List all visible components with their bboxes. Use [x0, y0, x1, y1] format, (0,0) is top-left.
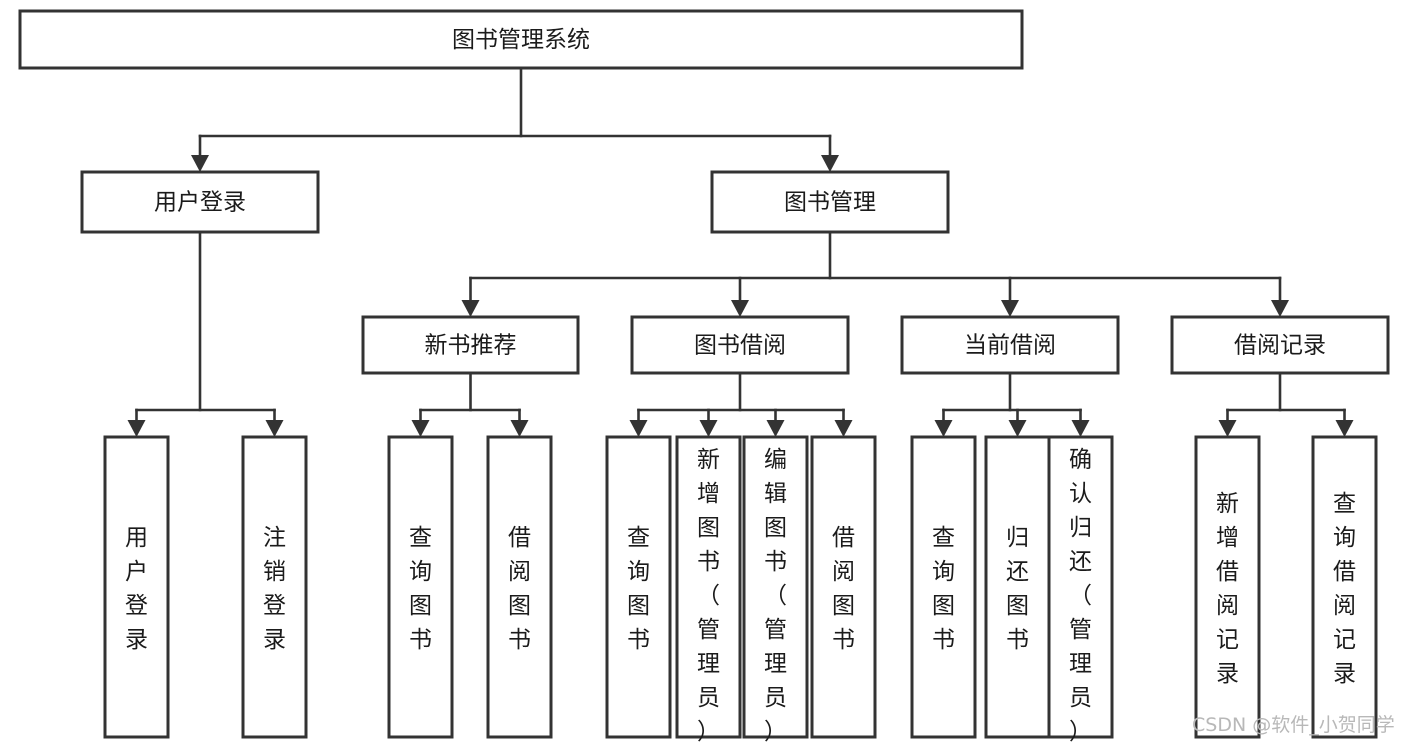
node-leaf-add-book[interactable]: 新增图书（管理员） [675, 435, 742, 745]
arrow-head-icon [191, 155, 209, 172]
arrow-head-icon [1071, 420, 1090, 437]
arrow-head-icon [1335, 420, 1354, 437]
edge-group-book-manage [461, 230, 1289, 317]
node-leaf-borrow-book-1[interactable]: 借阅图书 [486, 435, 553, 739]
arrow-head-icon [766, 420, 785, 437]
node-label: 归还图书 [1006, 525, 1029, 653]
csdn-watermark: CSDN @软件_小贺同学 [1192, 714, 1395, 736]
node-book-manage[interactable]: 图书管理 [710, 170, 950, 234]
node-box [710, 170, 950, 234]
node-box [910, 435, 977, 739]
node-leaf-user-login[interactable]: 用户登录 [103, 435, 170, 739]
arrow-head-icon [629, 420, 648, 437]
arrow-head-icon [821, 155, 839, 172]
node-box [18, 9, 1024, 70]
node-leaf-query-book-2[interactable]: 查询图书 [605, 435, 672, 739]
node-box [80, 170, 320, 234]
node-label: 新增图书（管理员） [697, 447, 720, 745]
node-label: 图书借阅 [694, 333, 786, 359]
node-user-login[interactable]: 用户登录 [80, 170, 320, 234]
arrow-head-icon [1008, 420, 1027, 437]
node-label: 新书推荐 [425, 333, 517, 359]
arrow-head-icon [127, 420, 146, 437]
edge-group-current-borrow [934, 371, 1090, 437]
node-box [361, 315, 580, 375]
node-label: 确认归还（管理员） [1069, 447, 1092, 745]
node-leaf-query-book-1[interactable]: 查询图书 [387, 435, 454, 739]
node-root[interactable]: 图书管理系统 [18, 9, 1024, 70]
node-leaf-query-book-3[interactable]: 查询图书 [910, 435, 977, 739]
node-box [1047, 435, 1114, 739]
edge-group-user-login [127, 230, 284, 437]
node-box [387, 435, 454, 739]
arrow-head-icon [699, 420, 718, 437]
node-box [1311, 435, 1378, 739]
node-box [486, 435, 553, 739]
arrow-head-icon [461, 300, 480, 317]
node-label: 编辑图书（管理员） [764, 447, 787, 745]
node-label: 新增借阅记录 [1216, 491, 1239, 687]
node-box [742, 435, 809, 739]
arrow-head-icon [1218, 420, 1237, 437]
node-label: 图书管理 [784, 190, 876, 216]
node-box [630, 315, 850, 375]
node-box [241, 435, 308, 739]
node-label: 注销登录 [263, 525, 286, 653]
node-leaf-confirm-return[interactable]: 确认归还（管理员） [1047, 435, 1114, 745]
arrow-head-icon [1271, 300, 1289, 317]
node-leaf-return-book[interactable]: 归还图书 [984, 435, 1051, 739]
node-box [605, 435, 672, 739]
node-box [900, 315, 1120, 375]
arrow-head-icon [265, 420, 284, 437]
node-leaf-edit-book[interactable]: 编辑图书（管理员） [742, 435, 809, 745]
node-leaf-query-record[interactable]: 查询借阅记录 [1311, 435, 1378, 739]
node-label: 查询图书 [409, 525, 432, 653]
node-leaf-borrow-book-2[interactable]: 借阅图书 [810, 435, 877, 739]
node-label: 借阅图书 [832, 525, 855, 653]
node-label: 用户登录 [154, 190, 246, 216]
node-label: 查询借阅记录 [1333, 491, 1356, 687]
arrow-head-icon [934, 420, 953, 437]
node-label: 用户登录 [125, 525, 148, 653]
nodes-layer: 图书管理系统用户登录图书管理新书推荐图书借阅当前借阅借阅记录用户登录注销登录查询… [18, 9, 1390, 745]
node-box [675, 435, 742, 739]
node-label: 借阅记录 [1234, 333, 1326, 359]
node-label: 图书管理系统 [452, 27, 590, 53]
node-label: 查询图书 [932, 525, 955, 653]
node-box [1194, 435, 1261, 739]
node-borrow-record[interactable]: 借阅记录 [1170, 315, 1390, 375]
node-leaf-user-logout[interactable]: 注销登录 [241, 435, 308, 739]
node-label: 当前借阅 [964, 333, 1056, 359]
node-box [810, 435, 877, 739]
node-new-book-rec[interactable]: 新书推荐 [361, 315, 580, 375]
node-label: 查询图书 [627, 525, 650, 653]
edge-group-borrow-record [1218, 371, 1354, 437]
arrow-head-icon [510, 420, 529, 437]
arrow-head-icon [1001, 300, 1019, 317]
node-leaf-add-record[interactable]: 新增借阅记录 [1194, 435, 1261, 739]
node-box [1170, 315, 1390, 375]
node-label: 借阅图书 [508, 525, 531, 653]
node-book-borrow[interactable]: 图书借阅 [630, 315, 850, 375]
connectors-layer [127, 66, 1354, 437]
edge-group-book-borrow [629, 371, 853, 437]
arrow-head-icon [411, 420, 430, 437]
node-box [103, 435, 170, 739]
node-current-borrow[interactable]: 当前借阅 [900, 315, 1120, 375]
arrow-head-icon [834, 420, 853, 437]
edge-group-new-book-rec [411, 371, 529, 437]
edge-group-root [191, 66, 839, 172]
arrow-head-icon [731, 300, 749, 317]
node-box [984, 435, 1051, 739]
